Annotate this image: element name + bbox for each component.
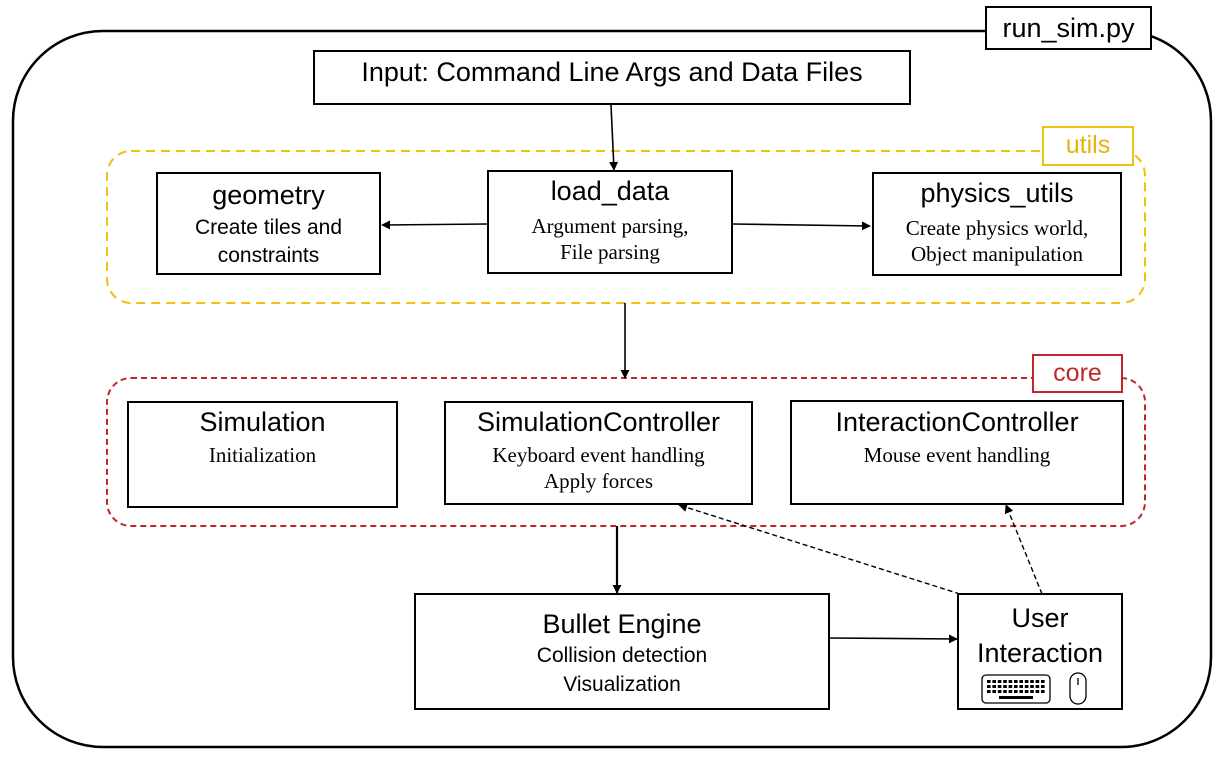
arrow-load-data-to-geometry — [381, 220, 489, 230]
physics-utils-line-1: Create physics world, — [905, 216, 1089, 240]
simulation-controller-title: SimulationController — [476, 407, 721, 437]
load-data-title: load_data — [550, 176, 670, 206]
arrow-user-interaction-to-simulation-controller — [678, 503, 961, 595]
script-label: run_sim.py — [985, 6, 1152, 50]
bullet-engine-line-1: Collision detection — [536, 644, 708, 667]
geometry-title: geometry — [212, 180, 325, 210]
utils-label: utils — [1042, 126, 1134, 166]
geometry-line-1: Create tiles and — [194, 216, 343, 239]
interaction-controller-box: InteractionController Mouse event handli… — [790, 400, 1124, 505]
simulation-controller-line-2: Apply forces — [543, 469, 654, 493]
utils-group-border — [106, 150, 1146, 304]
arrow-input-to-load-data — [609, 104, 619, 171]
geometry-line-2: constraints — [217, 244, 320, 267]
simulation-title: Simulation — [199, 407, 326, 437]
bullet-engine-box: Bullet Engine Collision detection Visual… — [414, 593, 830, 710]
interaction-controller-line-1: Mouse event handling — [863, 443, 1051, 467]
arrow-bullet-engine-to-user-interaction — [829, 634, 958, 644]
physics-utils-title: physics_utils — [920, 178, 1074, 208]
physics-utils-box: physics_utils Create physics world, Obje… — [872, 172, 1122, 276]
simulation-line-1: Initialization — [208, 443, 317, 467]
load-data-line-2: File parsing — [560, 240, 660, 264]
user-interaction-title-line-1: User — [1011, 603, 1069, 633]
interaction-controller-title: InteractionController — [835, 407, 1079, 437]
input-box: Input: Command Line Args and Data Files — [313, 50, 911, 105]
core-label: core — [1032, 354, 1123, 393]
simulation-box: Simulation Initialization — [127, 401, 398, 508]
outer-frame — [11, 29, 1213, 749]
geometry-box: geometry Create tiles and constraints — [156, 172, 381, 275]
input-title: Input: Command Line Args and Data Files — [361, 57, 863, 87]
mouse-icon — [1069, 672, 1087, 705]
physics-utils-line-2: Object manipulation — [910, 242, 1084, 266]
user-interaction-title-line-2: Interaction — [976, 638, 1104, 668]
load-data-box: load_data Argument parsing, File parsing — [487, 170, 733, 274]
bullet-engine-line-2: Visualization — [563, 673, 681, 696]
load-data-line-1: Argument parsing, — [531, 214, 689, 238]
arrow-load-data-to-physics-utils — [732, 221, 871, 231]
arrow-user-interaction-to-interaction-controller — [1004, 504, 1043, 595]
keyboard-icon — [981, 674, 1051, 704]
bullet-engine-title: Bullet Engine — [542, 609, 702, 639]
simulation-controller-box: SimulationController Keyboard event hand… — [444, 401, 753, 505]
simulation-controller-line-1: Keyboard event handling — [492, 443, 705, 467]
